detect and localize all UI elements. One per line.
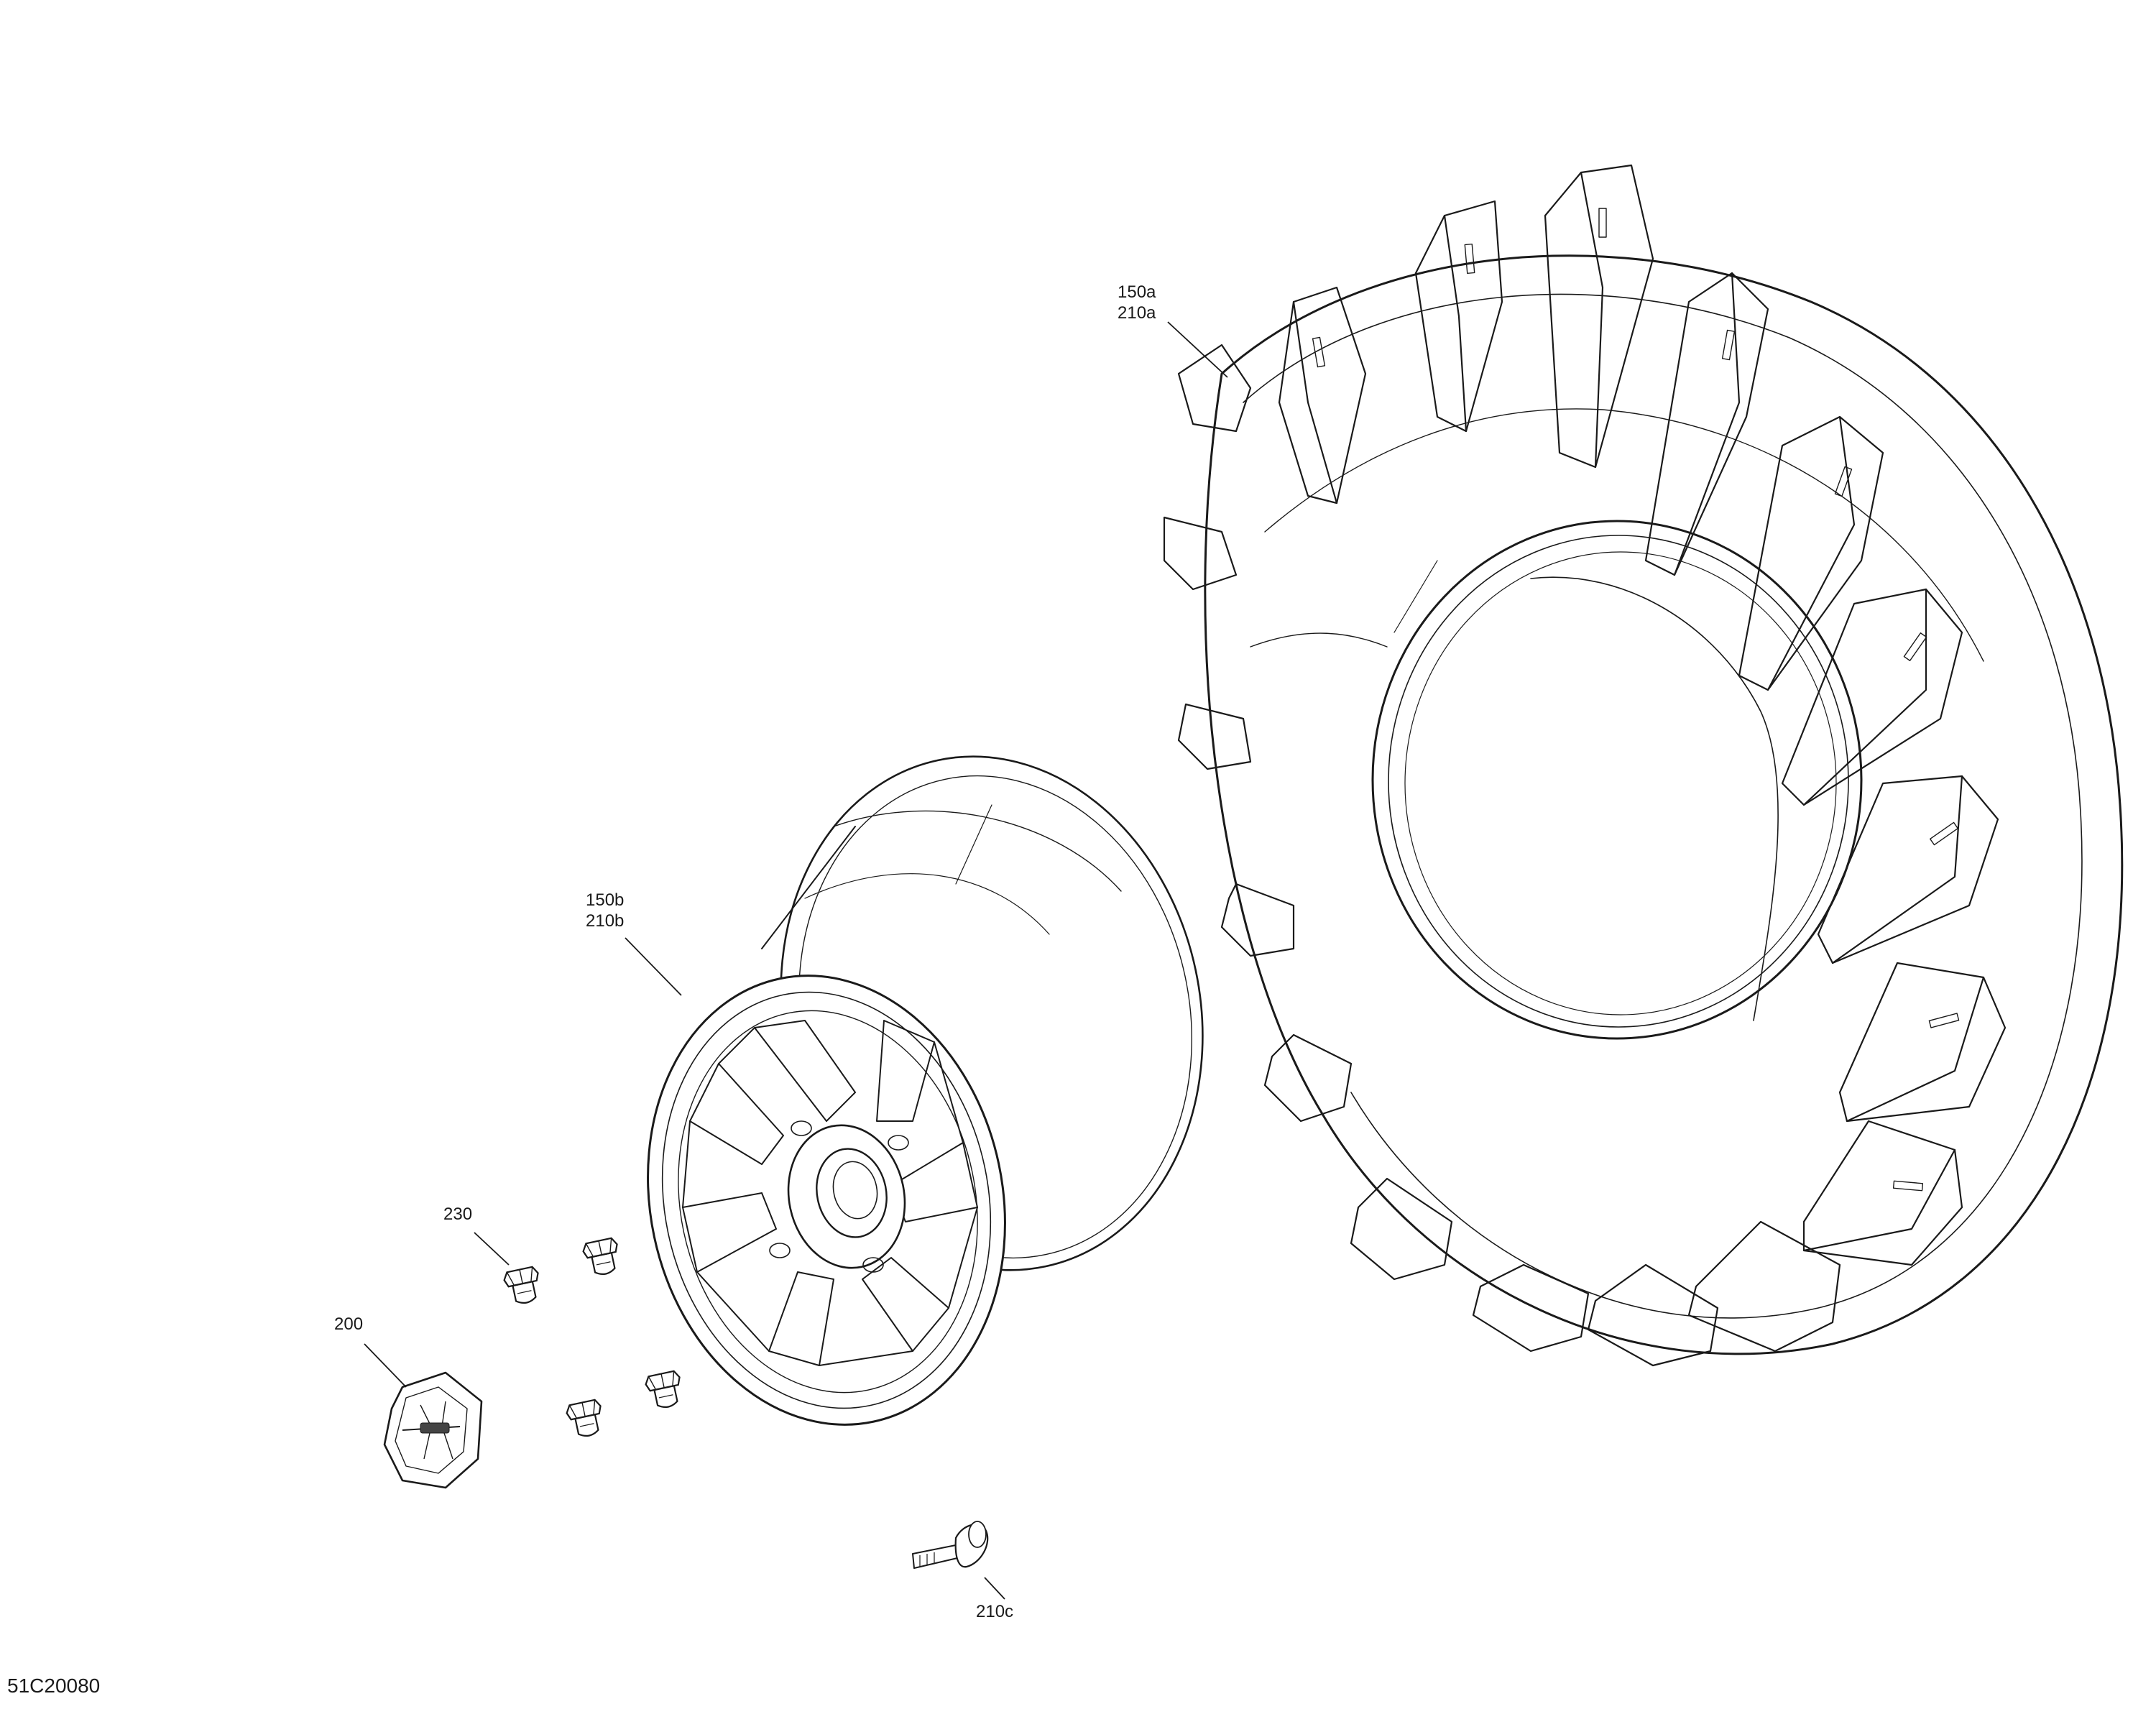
wheel-hub bbox=[787, 1124, 906, 1269]
lug-nut-2 bbox=[581, 1236, 624, 1279]
wheel-rim bbox=[647, 755, 1204, 1426]
tread-lugs bbox=[1163, 164, 2007, 1367]
leader-lines bbox=[364, 321, 1228, 1600]
hub-cap bbox=[383, 1371, 483, 1489]
callout-210c: 210c bbox=[976, 1602, 1014, 1621]
drawing-id: 51C20080 bbox=[7, 1675, 101, 1697]
lug-nut-3 bbox=[564, 1398, 607, 1440]
callout-200: 200 bbox=[334, 1314, 364, 1334]
wheel-spokes bbox=[682, 1020, 978, 1366]
callout-tire: 150a 210a bbox=[1118, 282, 1156, 323]
tire-body bbox=[1204, 254, 2124, 1355]
lug-nut-4 bbox=[643, 1369, 686, 1411]
tire bbox=[1163, 164, 2124, 1367]
callout-210b: 210b bbox=[586, 911, 625, 931]
valve-stem bbox=[912, 1521, 989, 1569]
callout-150a: 150a bbox=[1118, 282, 1156, 302]
lug-nut-1 bbox=[502, 1265, 545, 1307]
callout-150b: 150b bbox=[586, 890, 625, 910]
tire-bead-opening bbox=[1371, 520, 1863, 1040]
callout-230: 230 bbox=[443, 1204, 473, 1224]
callout-210a: 210a bbox=[1118, 303, 1156, 323]
callout-wheel: 150b 210b bbox=[586, 890, 624, 931]
